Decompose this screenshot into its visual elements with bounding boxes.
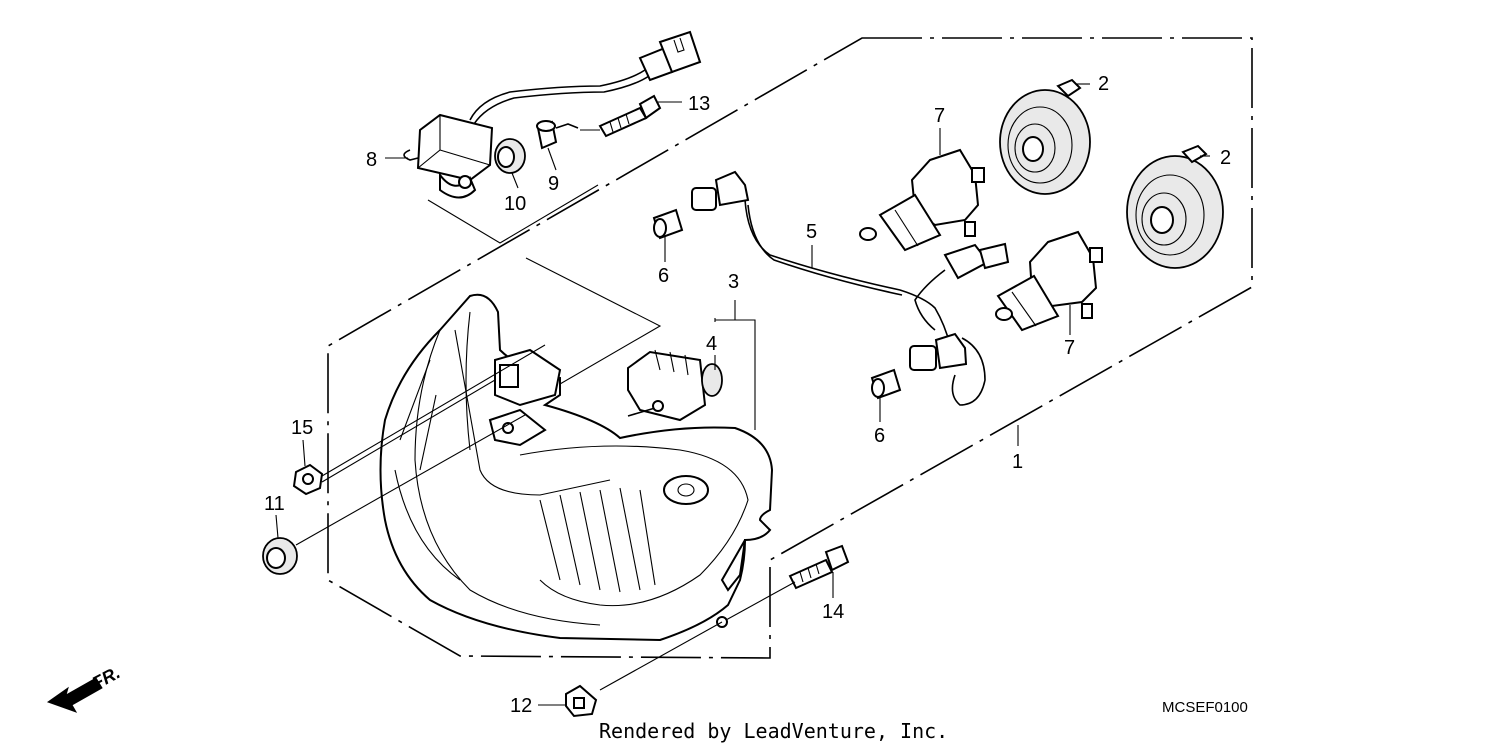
bolt-13 [598,94,662,138]
leader-lines [275,83,1210,706]
callout-14: 14 [822,601,844,623]
grommet-11 [262,537,298,575]
headlight-housing [379,293,774,642]
headlight-bulb-lower-7 [995,230,1103,332]
wedge-bulb-upper-6 [652,208,684,240]
callout-6-upper: 6 [658,265,669,287]
callout-7-upper: 7 [934,105,945,127]
front-direction-arrow: FR. [46,662,123,713]
callout-7-lower: 7 [1064,337,1075,359]
callout-labels: 1 2 2 3 4 5 6 6 7 7 8 9 10 11 12 13 14 1… [264,73,1231,717]
arrow-icon [46,677,103,713]
callout-3: 3 [728,271,739,293]
render-credit: Rendered by LeadVenture, Inc. [599,719,948,743]
callout-8: 8 [366,149,377,171]
headlight-bulb-upper-7 [859,148,985,252]
callout-2-lower: 2 [1220,147,1231,169]
callout-6-lower: 6 [874,425,885,447]
position-light-unit-4 [627,349,723,422]
callout-1: 1 [1012,451,1023,473]
collar-9 [536,120,579,150]
callout-13: 13 [688,93,710,115]
bolt-14 [788,544,850,590]
assembly-boundary-frame [327,37,1253,659]
callout-2-upper: 2 [1098,73,1109,95]
callout-15: 15 [291,417,313,439]
grommet-10 [494,138,526,174]
callout-9: 9 [548,173,559,195]
resistor-unit-8 [403,30,702,199]
callout-11: 11 [264,493,285,515]
callout-12: 12 [510,695,532,717]
sub-harness-5 [691,170,1010,406]
diagram-code: MCSEF0100 [1162,699,1248,716]
dust-cap-lower-2 [1126,144,1224,269]
wedge-bulb-lower-6 [870,368,902,400]
nut-15 [292,463,324,496]
dust-cap-upper-2 [999,78,1091,195]
callout-10: 10 [504,193,526,215]
callout-5: 5 [806,221,817,243]
callout-4: 4 [706,333,717,355]
clip-12 [565,684,598,718]
